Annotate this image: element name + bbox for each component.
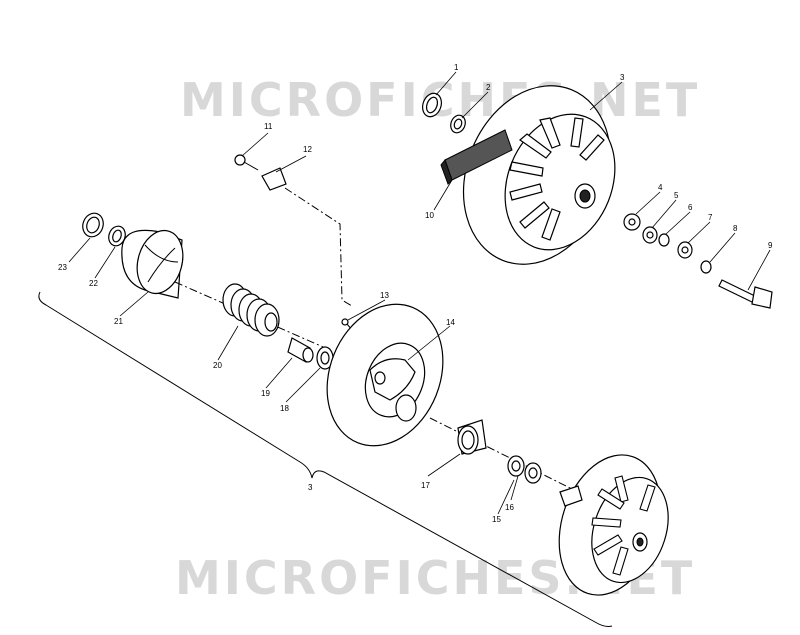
callout-19: 19: [261, 389, 270, 398]
callout-7: 7: [708, 213, 713, 222]
callout-4: 4: [658, 183, 663, 192]
part-2-washer-bore: [453, 118, 463, 130]
part-14-moveable-sheave: [326, 303, 444, 447]
part-9-bolt: [718, 279, 773, 309]
callout-14: 14: [446, 318, 455, 327]
callout-15: 15: [492, 515, 501, 524]
part-19-bushing: [287, 337, 314, 363]
callout-10: 10: [425, 211, 434, 220]
fixed-sheave: [558, 454, 669, 596]
part-17-bushing: [457, 419, 487, 455]
callout-8: 8: [733, 224, 738, 233]
callout-11: 11: [264, 122, 273, 131]
callout-9: 9: [768, 241, 773, 250]
assembly-bracket: [38, 291, 613, 627]
callout-23: 23: [58, 263, 67, 272]
part-11-screw: [234, 154, 259, 171]
callout-21: 21: [114, 317, 123, 326]
callout-18: 18: [280, 404, 289, 413]
part-20-spring: [222, 283, 280, 337]
drive-clutch-sheave: [462, 85, 616, 265]
callout-2: 2: [486, 83, 491, 92]
leader-lines: [68, 71, 771, 515]
part-6-washer: [658, 233, 670, 247]
part-1-bushing-bore: [425, 96, 439, 114]
callout-3: 3: [620, 73, 625, 82]
callout-13: 13: [380, 291, 389, 300]
part-12-weight: [261, 167, 287, 191]
callout-16: 16: [505, 503, 514, 512]
callout-22: 22: [89, 279, 98, 288]
callout-1: 1: [454, 63, 459, 72]
callout-6: 6: [688, 203, 693, 212]
callout-assembly-3: 3: [308, 483, 313, 492]
callout-17: 17: [421, 481, 430, 490]
callout-12: 12: [303, 145, 312, 154]
drive-belt-section: [440, 129, 513, 185]
part-21-cam: [121, 229, 184, 299]
callout-5: 5: [674, 191, 679, 200]
callout-20: 20: [213, 361, 222, 370]
part-8-lockwasher: [700, 260, 712, 274]
